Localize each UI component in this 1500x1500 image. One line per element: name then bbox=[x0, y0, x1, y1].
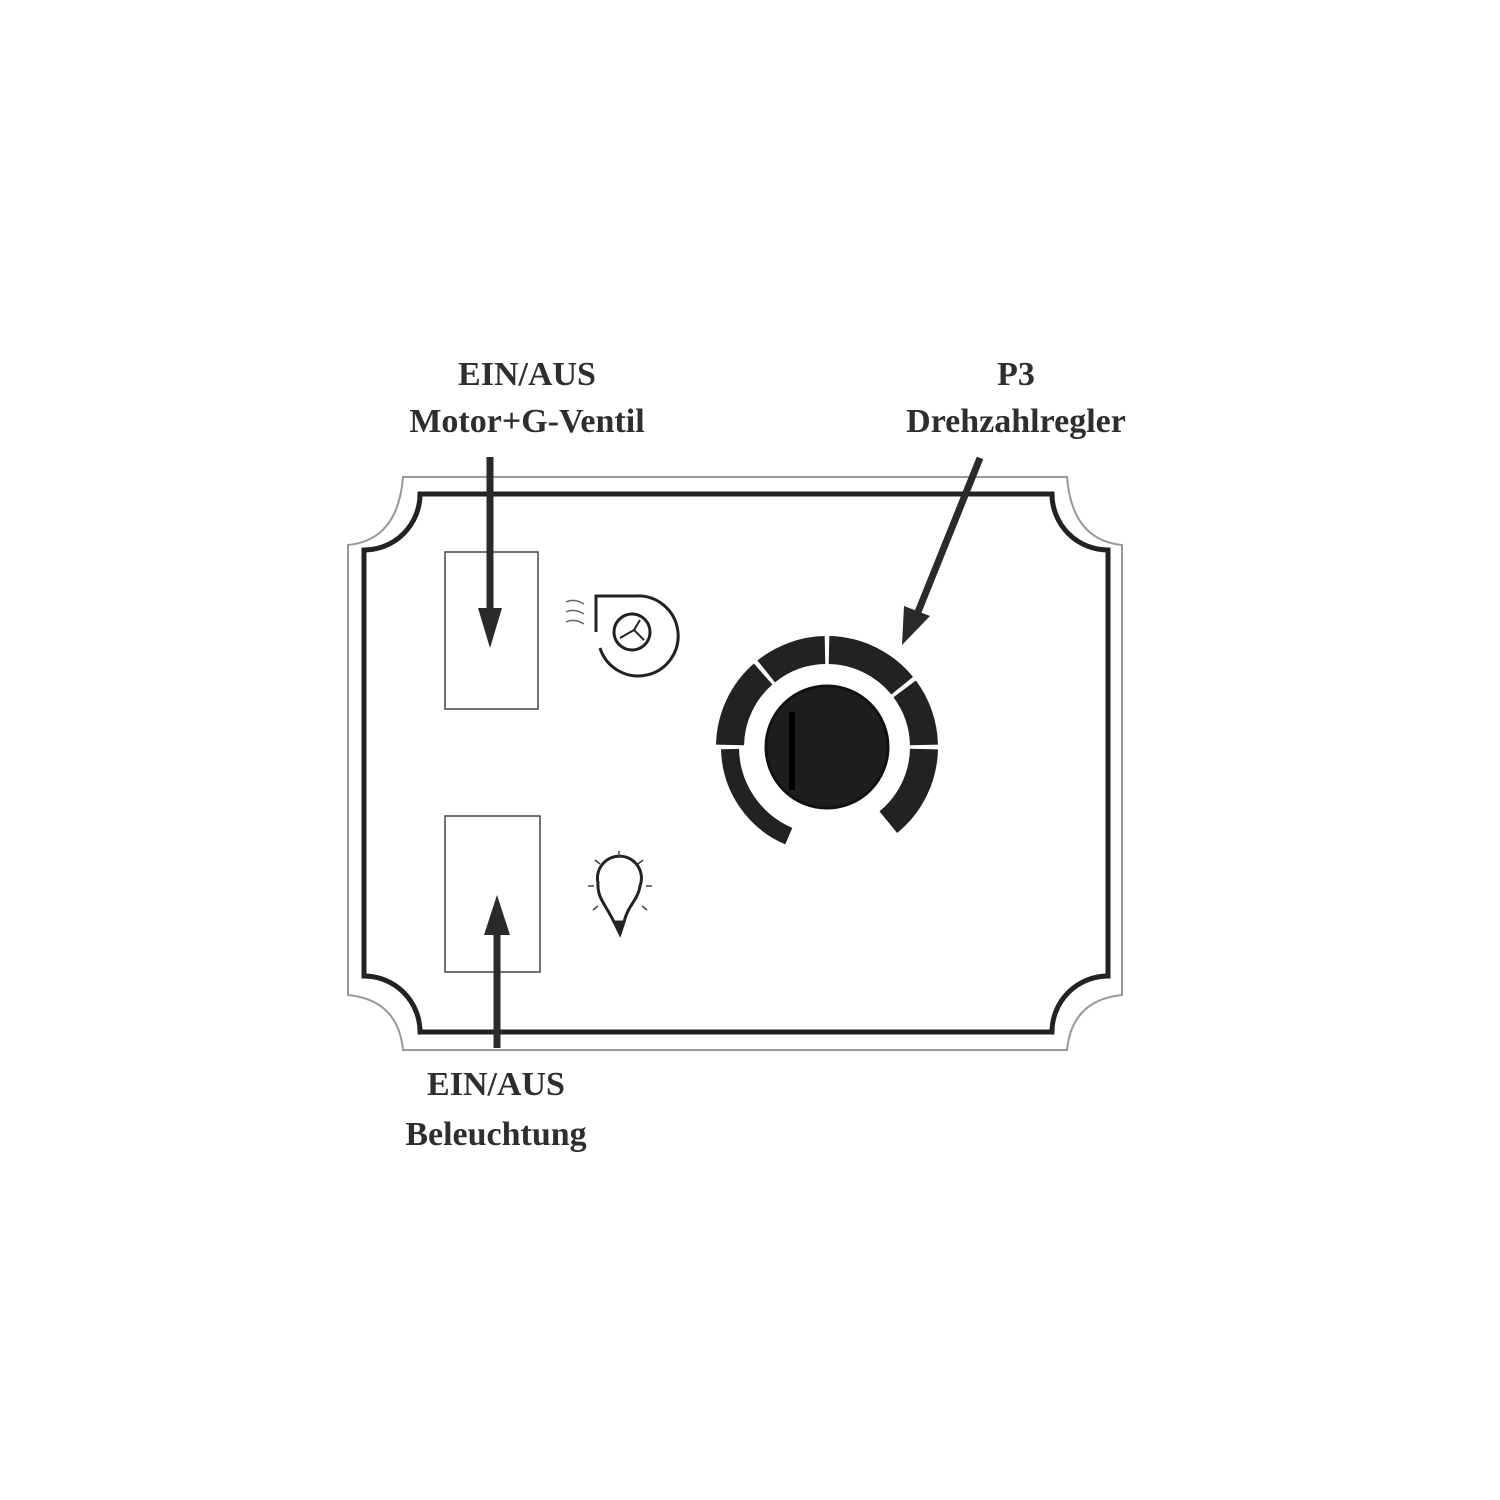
dial-segment bbox=[828, 636, 914, 695]
motor-arrowhead bbox=[478, 608, 502, 648]
fan-blower-icon bbox=[565, 594, 680, 678]
speed-arrowhead bbox=[902, 606, 930, 645]
light-arrowhead bbox=[484, 895, 510, 935]
panel-outer-border bbox=[347, 476, 1123, 1051]
panel-inner-border bbox=[361, 491, 1111, 1035]
speed-dial-scale bbox=[716, 636, 938, 845]
speed-controller-arrow bbox=[914, 456, 984, 614]
motor-switch-label-1: EIN/AUS bbox=[458, 356, 596, 393]
dial-segment bbox=[879, 748, 938, 834]
light-switch-label-2: Beleuchtung bbox=[405, 1116, 586, 1153]
dial-segment bbox=[757, 636, 826, 683]
speed-controller-label-1: P3 bbox=[997, 356, 1035, 393]
speed-knob[interactable] bbox=[764, 684, 890, 810]
light-switch-label-1: EIN/AUS bbox=[427, 1066, 565, 1103]
light-switch[interactable] bbox=[444, 815, 541, 973]
light-bulb-icon bbox=[588, 851, 652, 938]
speed-controller-label-2: Drehzahlregler bbox=[906, 403, 1126, 440]
dial-segment bbox=[716, 663, 773, 746]
dial-segment bbox=[893, 680, 938, 746]
dial-segment bbox=[721, 748, 793, 845]
motor-switch-label-2: Motor+G-Ventil bbox=[409, 403, 644, 440]
